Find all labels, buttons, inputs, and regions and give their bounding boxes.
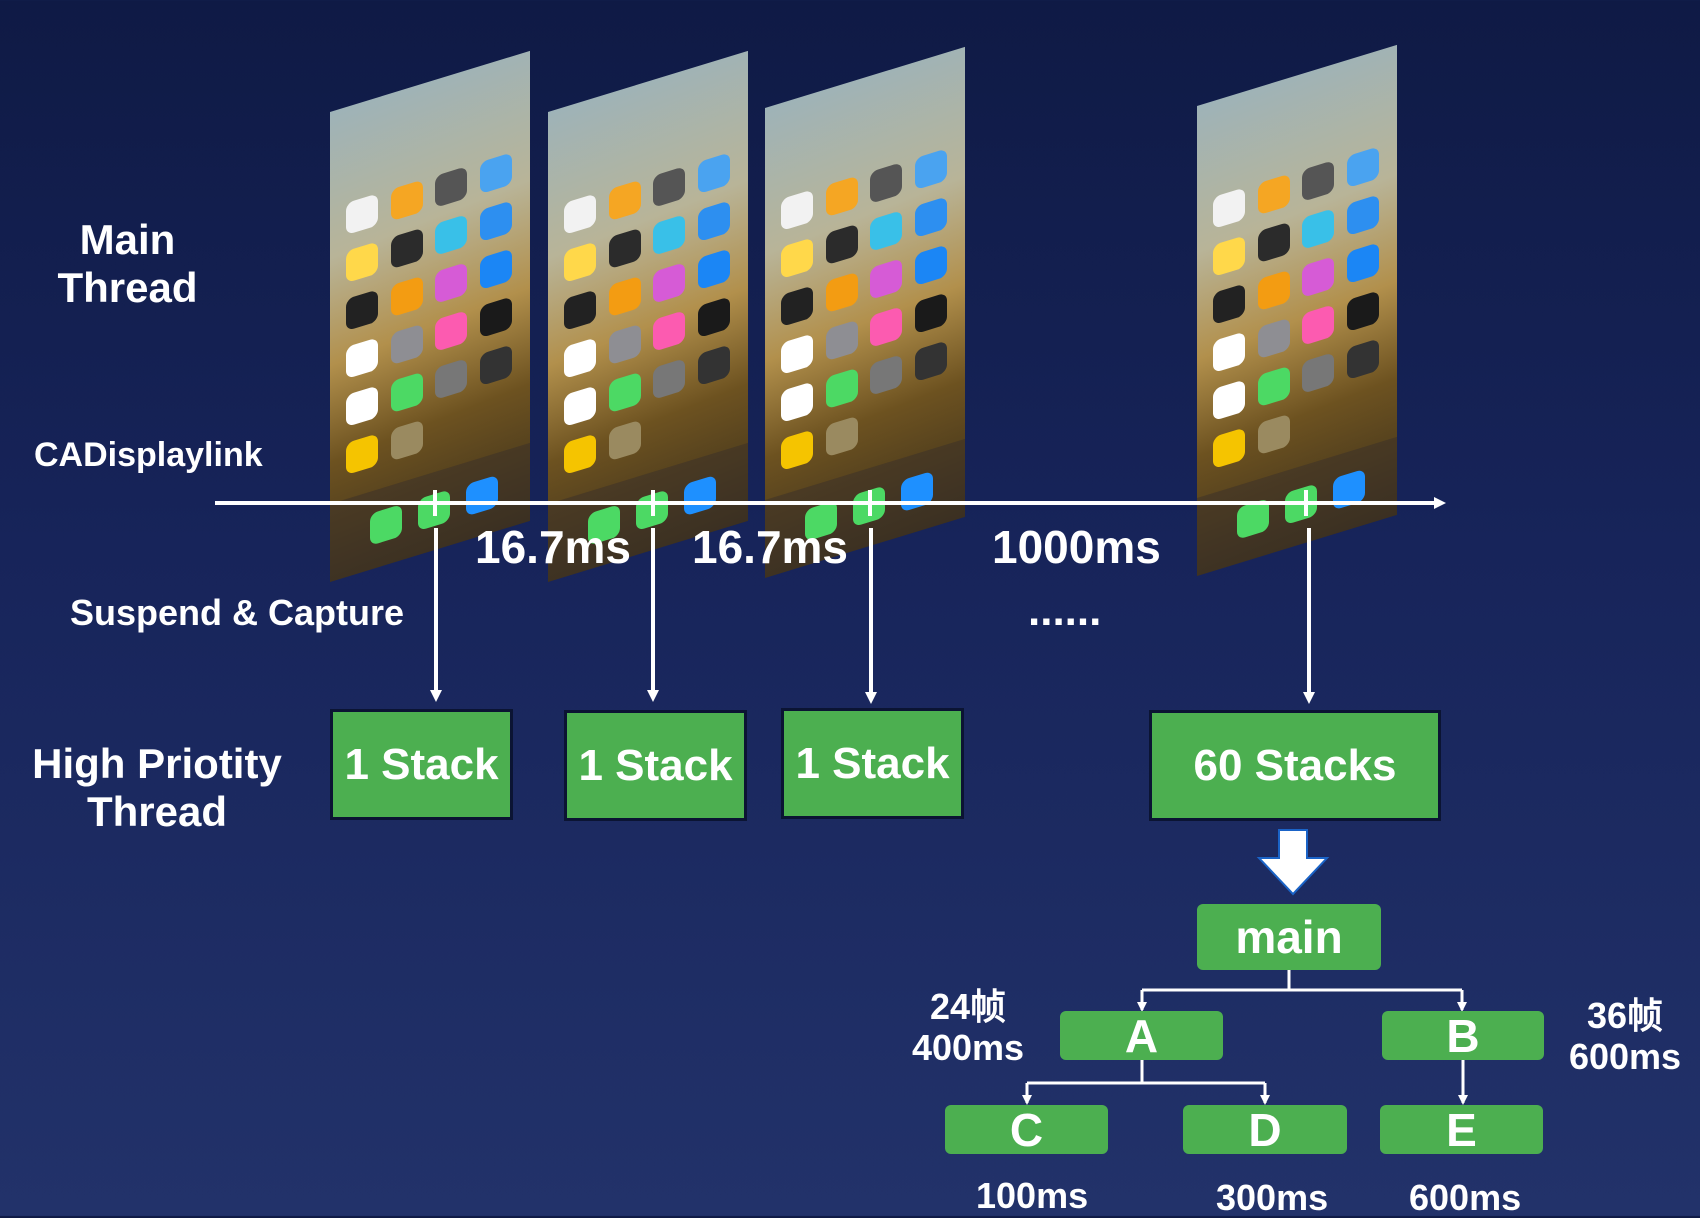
suspend-capture-label: Suspend & Capture xyxy=(70,592,405,633)
tree-node-main: main xyxy=(1197,904,1381,970)
high-priority-thread-label-line1: High Priotity xyxy=(32,740,282,787)
cadisplaylink-label: CADisplaylink xyxy=(34,436,263,474)
tree-node-b: B xyxy=(1382,1010,1544,1062)
ellipsis-label: ...... xyxy=(1028,586,1102,635)
node-b-time: 600ms xyxy=(1568,1036,1682,1078)
main-thread-label: Main Thread xyxy=(40,216,215,313)
node-a-frames: 24帧 xyxy=(929,986,1007,1027)
stack-box: 1 Stack xyxy=(330,709,513,820)
tree-node-d: D xyxy=(1183,1104,1347,1156)
interval-label: 16.7ms xyxy=(475,521,632,573)
tree-node-e: E xyxy=(1380,1104,1543,1156)
stack-box: 1 Stack xyxy=(781,708,964,819)
interval-label: 1000ms xyxy=(992,521,1161,573)
high-priority-thread-label-line2: Thread xyxy=(86,788,228,836)
tree-node-c: C xyxy=(945,1104,1108,1156)
interval-label: 16.7ms xyxy=(692,521,849,573)
stack-box: 1 Stack xyxy=(564,710,747,821)
node-b-frames: 36帧 xyxy=(1586,995,1664,1036)
stack-box: 60 Stacks xyxy=(1149,710,1441,821)
tree-node-a: A xyxy=(1060,1010,1223,1062)
node-a-time: 400ms xyxy=(911,1027,1025,1069)
node-c-time: 100ms xyxy=(976,1175,1089,1216)
node-a-info: 24帧 400ms xyxy=(898,986,1038,1069)
main-thread-label-line1: Main xyxy=(79,216,176,263)
node-d-time: 300ms xyxy=(1216,1177,1329,1218)
node-b-info: 36帧 600ms xyxy=(1555,995,1695,1078)
high-priority-thread-label: High Priotity Thread xyxy=(12,740,302,837)
main-thread-label-line2: Thread xyxy=(57,264,198,312)
down-arrow-icon xyxy=(1256,829,1330,896)
node-e-time: 600ms xyxy=(1409,1177,1522,1218)
